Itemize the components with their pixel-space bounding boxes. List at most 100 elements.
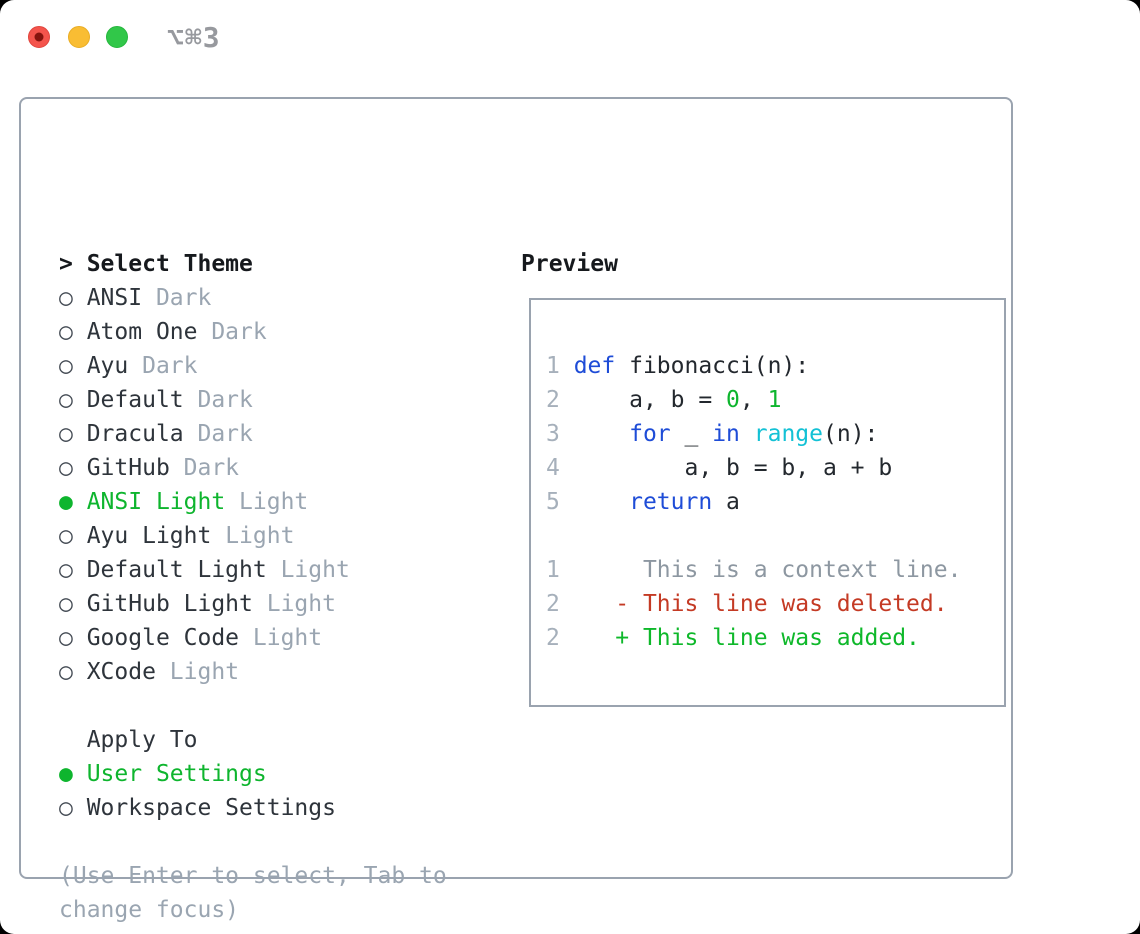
radio-icon: ○ [59, 523, 73, 549]
code-segment [574, 421, 629, 447]
code-segment: (n): [823, 421, 879, 447]
theme-variant: Dark [183, 421, 253, 447]
theme-item-ayu[interactable]: ○ Ayu Dark [59, 349, 447, 383]
theme-name: Default Light [72, 557, 267, 583]
radio-icon: ○ [59, 319, 73, 345]
window-shortcut-label: ⌥⌘3 [167, 21, 221, 54]
theme-item-default-light[interactable]: ○ Default Light Light [59, 553, 447, 587]
code-line-4: 4 a, b = b, a + b [546, 451, 961, 485]
close-button[interactable] [28, 26, 50, 48]
code-line-1: 1 def fibonacci(n): [546, 349, 961, 383]
theme-variant: Light [239, 625, 323, 651]
theme-item-ansi[interactable]: ○ ANSI Dark [59, 281, 447, 315]
diff-line-context: 1 This is a context line. [546, 553, 961, 587]
code-segment: _ [670, 421, 713, 447]
code-segment: + This line was added. [573, 625, 920, 651]
line-number: 5 [546, 489, 574, 515]
theme-name: Ayu [72, 353, 129, 379]
select-theme-title: Select Theme [86, 251, 253, 277]
minimize-button[interactable] [68, 26, 90, 48]
radio-icon: ○ [59, 387, 73, 413]
theme-item-dracula[interactable]: ○ Dracula Dark [59, 417, 447, 451]
theme-name: ANSI [72, 285, 143, 311]
theme-variant: Dark [142, 285, 212, 311]
radio-icon: ○ [59, 421, 73, 447]
code-segment: def [573, 353, 616, 379]
apply-option-label: User Settings [72, 761, 267, 787]
apply-to-title: Apply To [86, 727, 198, 753]
hint-line-1: (Use Enter to select, Tab to [59, 863, 447, 889]
theme-item-google-code[interactable]: ○ Google Code Light [59, 621, 447, 655]
theme-variant: Dark [128, 353, 198, 379]
theme-item-default[interactable]: ○ Default Dark [59, 383, 447, 417]
theme-name: Ayu Light [72, 523, 212, 549]
code-segment: , [739, 387, 768, 413]
code-segment: 1 [767, 387, 782, 413]
theme-name: Default [72, 387, 184, 413]
apply-to-header: Apply To [59, 723, 447, 757]
apply-to-list: ● User Settings○ Workspace Settings [59, 757, 447, 825]
apply-option-user-settings[interactable]: ● User Settings [59, 757, 447, 791]
blank-line [546, 519, 961, 553]
radio-icon: ○ [59, 285, 73, 311]
code-segment: range [753, 421, 823, 447]
code-line-3: 3 for _ in range(n): [546, 417, 961, 451]
radio-selected-icon: ● [59, 761, 73, 787]
apply-option-workspace-settings[interactable]: ○ Workspace Settings [59, 791, 447, 825]
theme-item-atom-one[interactable]: ○ Atom One Dark [59, 315, 447, 349]
code-segment: 0 [726, 387, 740, 413]
theme-item-github[interactable]: ○ GitHub Dark [59, 451, 447, 485]
theme-variant: Light [155, 659, 240, 685]
radio-icon: ○ [59, 455, 73, 481]
theme-name: Atom One [72, 319, 198, 345]
spacer [59, 689, 447, 723]
code-line-5: 5 return a [546, 485, 961, 519]
theme-variant: Dark [169, 455, 240, 481]
diff-preview: 1 This is a context line.2 - This line w… [546, 553, 961, 655]
radio-icon: ○ [59, 591, 73, 617]
maximize-button[interactable] [106, 26, 128, 48]
theme-list-column: >Select Theme ○ ANSI Dark○ Atom One Dark… [59, 247, 447, 927]
theme-list: ○ ANSI Dark○ Atom One Dark○ Ayu Dark○ De… [59, 281, 447, 689]
code-segment: a [712, 489, 740, 515]
theme-item-github-light[interactable]: ○ GitHub Light Light [59, 587, 447, 621]
theme-name: XCode [72, 659, 156, 685]
line-number: 2 [546, 387, 574, 413]
theme-variant: Light [211, 523, 295, 549]
theme-item-ansi-light[interactable]: ● ANSI Light Light [59, 485, 447, 519]
theme-selector-panel: >Select Theme ○ ANSI Dark○ Atom One Dark… [19, 97, 1013, 923]
cursor-indicator: > [59, 251, 73, 277]
line-number: 4 [546, 455, 574, 481]
radio-icon: ○ [59, 557, 73, 583]
theme-item-ayu-light[interactable]: ○ Ayu Light Light [59, 519, 447, 553]
diff-line-deleted: 2 - This line was deleted. [546, 587, 961, 621]
line-number: 1 [546, 557, 574, 583]
theme-name: GitHub [72, 455, 170, 481]
apply-option-label: Workspace Settings [72, 795, 336, 821]
select-theme-header: > Select Theme [59, 247, 447, 281]
code-line-2: 2 a, b = 0, 1 [546, 383, 961, 417]
radio-icon: ○ [59, 659, 73, 685]
radio-selected-icon: ● [59, 489, 73, 515]
line-number: 3 [546, 421, 574, 447]
line-number: 1 [546, 353, 574, 379]
line-number: 2 [546, 625, 574, 651]
code-segment: a, b = b, a + b [573, 455, 893, 481]
theme-variant: Dark [197, 319, 267, 345]
code-segment: in [712, 421, 740, 447]
theme-item-xcode[interactable]: ○ XCode Light [59, 655, 447, 689]
code-segment: for [629, 421, 671, 447]
code-segment: - This line was deleted. [573, 591, 948, 617]
code-segment: a, b = [573, 387, 727, 413]
theme-variant: Light [252, 591, 336, 617]
theme-variant: Light [266, 557, 350, 583]
diff-line-added: 2 + This line was added. [546, 621, 961, 655]
code-segment [574, 489, 629, 515]
code-segment: return [629, 489, 713, 515]
spacer [59, 825, 447, 859]
line-number: 2 [546, 591, 574, 617]
theme-name: Google Code [72, 625, 240, 651]
